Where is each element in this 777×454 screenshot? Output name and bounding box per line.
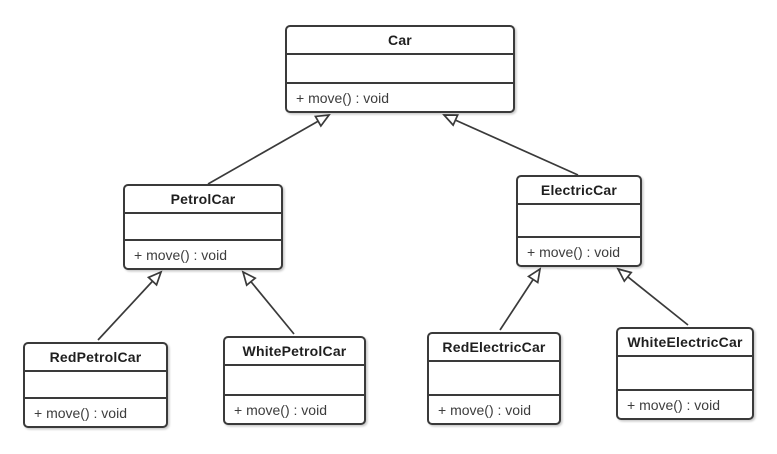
inheritance-arrow-redpetrolcar-to-petrolcar: [97, 270, 163, 341]
class-box-electriccar[interactable]: ElectricCar + move() : void: [516, 175, 642, 267]
class-attributes-compartment: [429, 362, 559, 394]
class-box-whiteelectriccar[interactable]: WhiteElectricCar + move() : void: [616, 327, 754, 420]
class-attributes-compartment: [25, 372, 166, 397]
class-method: + move() : void: [225, 394, 364, 423]
class-name: PetrolCar: [125, 186, 281, 214]
class-name: Car: [287, 27, 513, 55]
class-name: RedElectricCar: [429, 334, 559, 362]
class-name: WhiteElectricCar: [618, 329, 752, 357]
class-method: + move() : void: [518, 236, 640, 265]
inheritance-arrow-redelectriccar-to-electriccar: [499, 267, 542, 331]
class-attributes-compartment: [287, 55, 513, 82]
inheritance-arrow-electriccar-to-car: [442, 114, 579, 176]
class-attributes-compartment: [518, 205, 640, 236]
class-method: + move() : void: [125, 239, 281, 268]
inheritance-arrow-petrolcar-to-car: [207, 113, 331, 185]
class-method: + move() : void: [25, 397, 166, 426]
class-attributes-compartment: [618, 357, 752, 389]
class-method: + move() : void: [429, 394, 559, 423]
class-box-redpetrolcar[interactable]: RedPetrolCar + move() : void: [23, 342, 168, 428]
class-box-redelectriccar[interactable]: RedElectricCar + move() : void: [427, 332, 561, 425]
class-name: WhitePetrolCar: [225, 338, 364, 366]
class-box-petrolcar[interactable]: PetrolCar + move() : void: [123, 184, 283, 270]
class-method: + move() : void: [287, 82, 513, 111]
class-box-car[interactable]: Car + move() : void: [285, 25, 515, 113]
inheritance-arrow-whitepetrolcar-to-petrolcar: [241, 270, 295, 335]
class-name: ElectricCar: [518, 177, 640, 205]
class-attributes-compartment: [225, 366, 364, 394]
class-box-whitepetrolcar[interactable]: WhitePetrolCar + move() : void: [223, 336, 366, 425]
inheritance-arrow-whiteelectriccar-to-electriccar: [616, 267, 689, 326]
class-method: + move() : void: [618, 389, 752, 418]
class-attributes-compartment: [125, 214, 281, 239]
class-name: RedPetrolCar: [25, 344, 166, 372]
